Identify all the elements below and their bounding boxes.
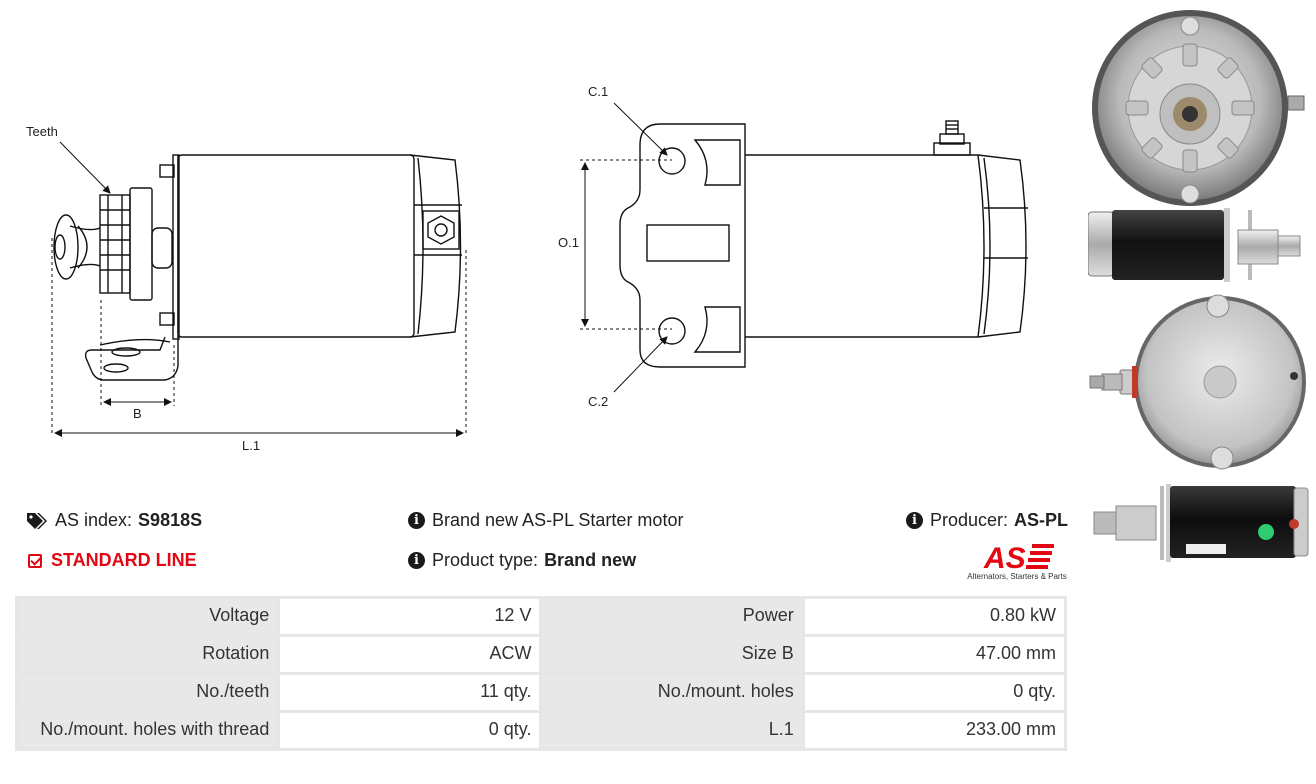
technical-drawing: Teeth B L.1 C.1 C.2 O.1 — [26, 84, 1028, 453]
spec-key: L.1 — [539, 710, 805, 751]
photo-front-end — [1092, 10, 1305, 206]
standard-line-label: STANDARD LINE — [51, 550, 197, 570]
info-icon: i — [408, 552, 425, 569]
label-b: B — [133, 406, 142, 421]
c2-leader — [613, 336, 668, 393]
spec-key: Rotation — [14, 634, 281, 675]
product-description: i Brand new AS-PL Starter motor — [408, 510, 683, 531]
producer-value: AS-PL — [1014, 510, 1069, 530]
spec-key: No./mount. holes with thread — [14, 710, 281, 751]
as-index-value: S9818S — [138, 510, 203, 530]
spec-value: ACW — [277, 634, 543, 675]
o1-extensions — [580, 159, 672, 330]
label-o1: O.1 — [558, 235, 579, 250]
table-row: No./teeth 11 qty. No./mount. holes 0 qty… — [14, 672, 1068, 713]
standard-line-badge: STANDARD LINE — [28, 550, 197, 571]
c1-leader — [613, 102, 668, 156]
product-type: i Product type: Brand new — [408, 550, 636, 571]
producer-label: Producer: — [930, 510, 1009, 530]
label-teeth: Teeth — [26, 124, 58, 139]
check-square-icon — [28, 553, 42, 568]
label-c2: C.2 — [588, 394, 608, 409]
tags-icon — [27, 512, 47, 529]
spec-key: No./teeth — [14, 672, 281, 713]
as-pl-logo: AS Alternators, Starters & Parts — [962, 538, 1072, 582]
specs-table: Voltage 12 V Power 0.80 kW Rotation ACW … — [14, 596, 1068, 751]
product-type-label: Product type: — [432, 550, 539, 570]
front-view — [619, 120, 1028, 368]
svg-text:AS: AS — [983, 542, 1026, 572]
spec-value: 11 qty. — [277, 672, 543, 713]
side-view — [53, 154, 462, 381]
spec-key: Voltage — [14, 596, 281, 637]
table-row: Voltage 12 V Power 0.80 kW — [14, 596, 1068, 637]
producer: i Producer: AS-PL — [906, 510, 1068, 531]
photo-side-top — [1088, 208, 1301, 282]
description-text: Brand new AS-PL Starter motor — [432, 510, 684, 530]
as-index-label: AS index: — [55, 510, 133, 530]
spec-value: 0 qty. — [277, 710, 543, 751]
photo-rear-end — [1089, 294, 1306, 470]
spec-key: No./mount. holes — [539, 672, 805, 713]
table-row: Rotation ACW Size B 47.00 mm — [14, 634, 1068, 675]
teeth-leader — [59, 141, 111, 194]
info-icon: i — [408, 512, 425, 529]
spec-value: 12 V — [277, 596, 543, 637]
spec-value: 0 qty. — [801, 672, 1068, 713]
photo-side-label — [1093, 484, 1309, 562]
spec-key: Size B — [539, 634, 805, 675]
table-row: No./mount. holes with thread 0 qty. L.1 … — [14, 710, 1068, 751]
spec-value: 233.00 mm — [801, 710, 1068, 751]
spec-value: 47.00 mm — [801, 634, 1068, 675]
logo-subtitle: Alternators, Starters & Parts — [967, 572, 1067, 581]
info-icon: i — [906, 512, 923, 529]
as-index: AS index: S9818S — [27, 510, 202, 531]
spec-key: Power — [539, 596, 805, 637]
product-type-value: Brand new — [544, 550, 637, 570]
as-logo-mark: AS — [983, 542, 1054, 575]
spec-value: 0.80 kW — [801, 596, 1068, 637]
dimension-extensions — [51, 238, 467, 434]
label-c1: C.1 — [588, 84, 608, 99]
label-l1: L.1 — [242, 438, 260, 453]
